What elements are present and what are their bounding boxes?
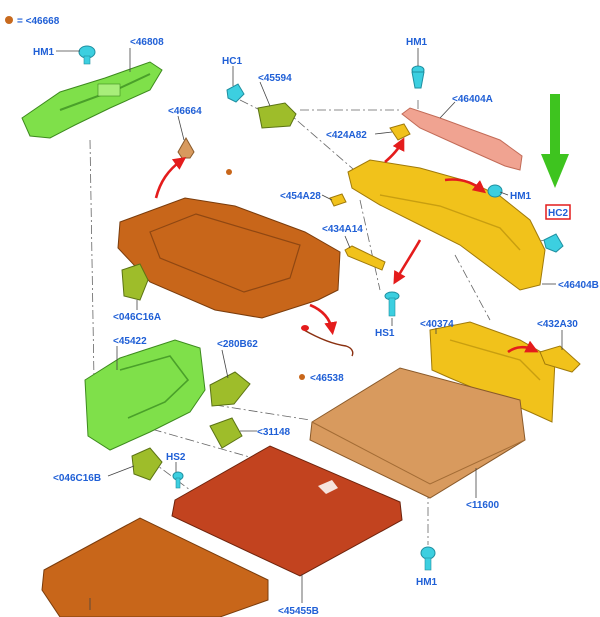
label-46404b[interactable]: <46404B bbox=[558, 280, 599, 291]
label-46538[interactable]: <46538 bbox=[310, 373, 344, 384]
legend: = <46668 bbox=[5, 16, 60, 27]
label-hm1-top-left[interactable]: HM1 bbox=[33, 47, 55, 58]
legend-marker bbox=[5, 16, 13, 24]
label-hc1[interactable]: HC1 bbox=[222, 56, 242, 67]
part-45422-lower-trim bbox=[84, 339, 206, 451]
part-046c16a-bracket bbox=[121, 263, 149, 301]
part-280b62-cover bbox=[209, 371, 251, 407]
label-45594[interactable]: <45594 bbox=[258, 73, 292, 84]
label-454a28[interactable]: <454A28 bbox=[280, 191, 321, 202]
label-046c16b[interactable]: <046C16B bbox=[53, 473, 101, 484]
label-hs2[interactable]: HS2 bbox=[166, 452, 186, 463]
part-46404a-strip bbox=[401, 107, 523, 171]
label-424a82[interactable]: <424A82 bbox=[326, 130, 367, 141]
fastener-hm1-bottom bbox=[420, 546, 436, 571]
label-hm1-bottom[interactable]: HM1 bbox=[416, 577, 438, 588]
label-45455b[interactable]: <45455B bbox=[278, 606, 319, 617]
hc2-highlight-box bbox=[545, 204, 571, 220]
label-hc2[interactable]: HC2 bbox=[548, 208, 568, 219]
part-46808-upper-trim bbox=[21, 61, 163, 139]
screw-hs1 bbox=[384, 291, 400, 317]
label-11600[interactable]: <11600 bbox=[466, 500, 500, 511]
fastener-hm1-top bbox=[411, 65, 425, 89]
part-432a30 bbox=[539, 345, 581, 373]
callout-arrow bbox=[541, 94, 569, 188]
label-hm1-right[interactable]: HM1 bbox=[510, 191, 532, 202]
clip-hc2 bbox=[543, 233, 564, 253]
part-46404b-rear-panel bbox=[347, 159, 546, 291]
label-45422[interactable]: <45422 bbox=[113, 336, 147, 347]
label-046c16a[interactable]: <046C16A bbox=[113, 312, 161, 323]
motion-arrows bbox=[154, 137, 539, 354]
part-11600-floor-panel bbox=[309, 367, 526, 499]
screw-hs2 bbox=[172, 471, 184, 489]
part-31148 bbox=[209, 417, 243, 449]
part-434a14-strip bbox=[344, 245, 386, 271]
part-424a82-clip bbox=[389, 123, 411, 141]
part-labels: HM1 <46808 HC1 <45594 HM1 <46404A <46664… bbox=[33, 37, 599, 617]
part-46538-cable bbox=[299, 325, 354, 380]
label-31148[interactable]: <31148 bbox=[257, 427, 291, 438]
label-hm1-top[interactable]: HM1 bbox=[406, 37, 428, 48]
label-46404a[interactable]: <46404A bbox=[452, 94, 493, 105]
part-lower-floor-panel bbox=[41, 517, 269, 617]
label-46664[interactable]: <46664 bbox=[168, 106, 202, 117]
label-40374[interactable]: <40374 bbox=[420, 319, 454, 330]
part-45594-bracket bbox=[257, 102, 297, 129]
label-280b62[interactable]: <280B62 bbox=[217, 339, 258, 350]
label-46808[interactable]: <46808 bbox=[130, 37, 164, 48]
part-46664-grommet bbox=[177, 136, 195, 159]
part-046c16b-bracket bbox=[131, 447, 163, 481]
clip-hc1 bbox=[226, 83, 245, 103]
leader-lines bbox=[56, 48, 563, 610]
fastener-hm1-right bbox=[487, 184, 503, 198]
legend-text: = <46668 bbox=[17, 16, 60, 27]
label-432a30[interactable]: <432A30 bbox=[537, 319, 578, 330]
part-45455b-load-floor bbox=[171, 445, 403, 577]
part-454a28 bbox=[329, 193, 347, 207]
label-hs1[interactable]: HS1 bbox=[375, 328, 395, 339]
fastener-hm1-top-left bbox=[78, 45, 96, 65]
label-434a14[interactable]: <434A14 bbox=[322, 224, 363, 235]
